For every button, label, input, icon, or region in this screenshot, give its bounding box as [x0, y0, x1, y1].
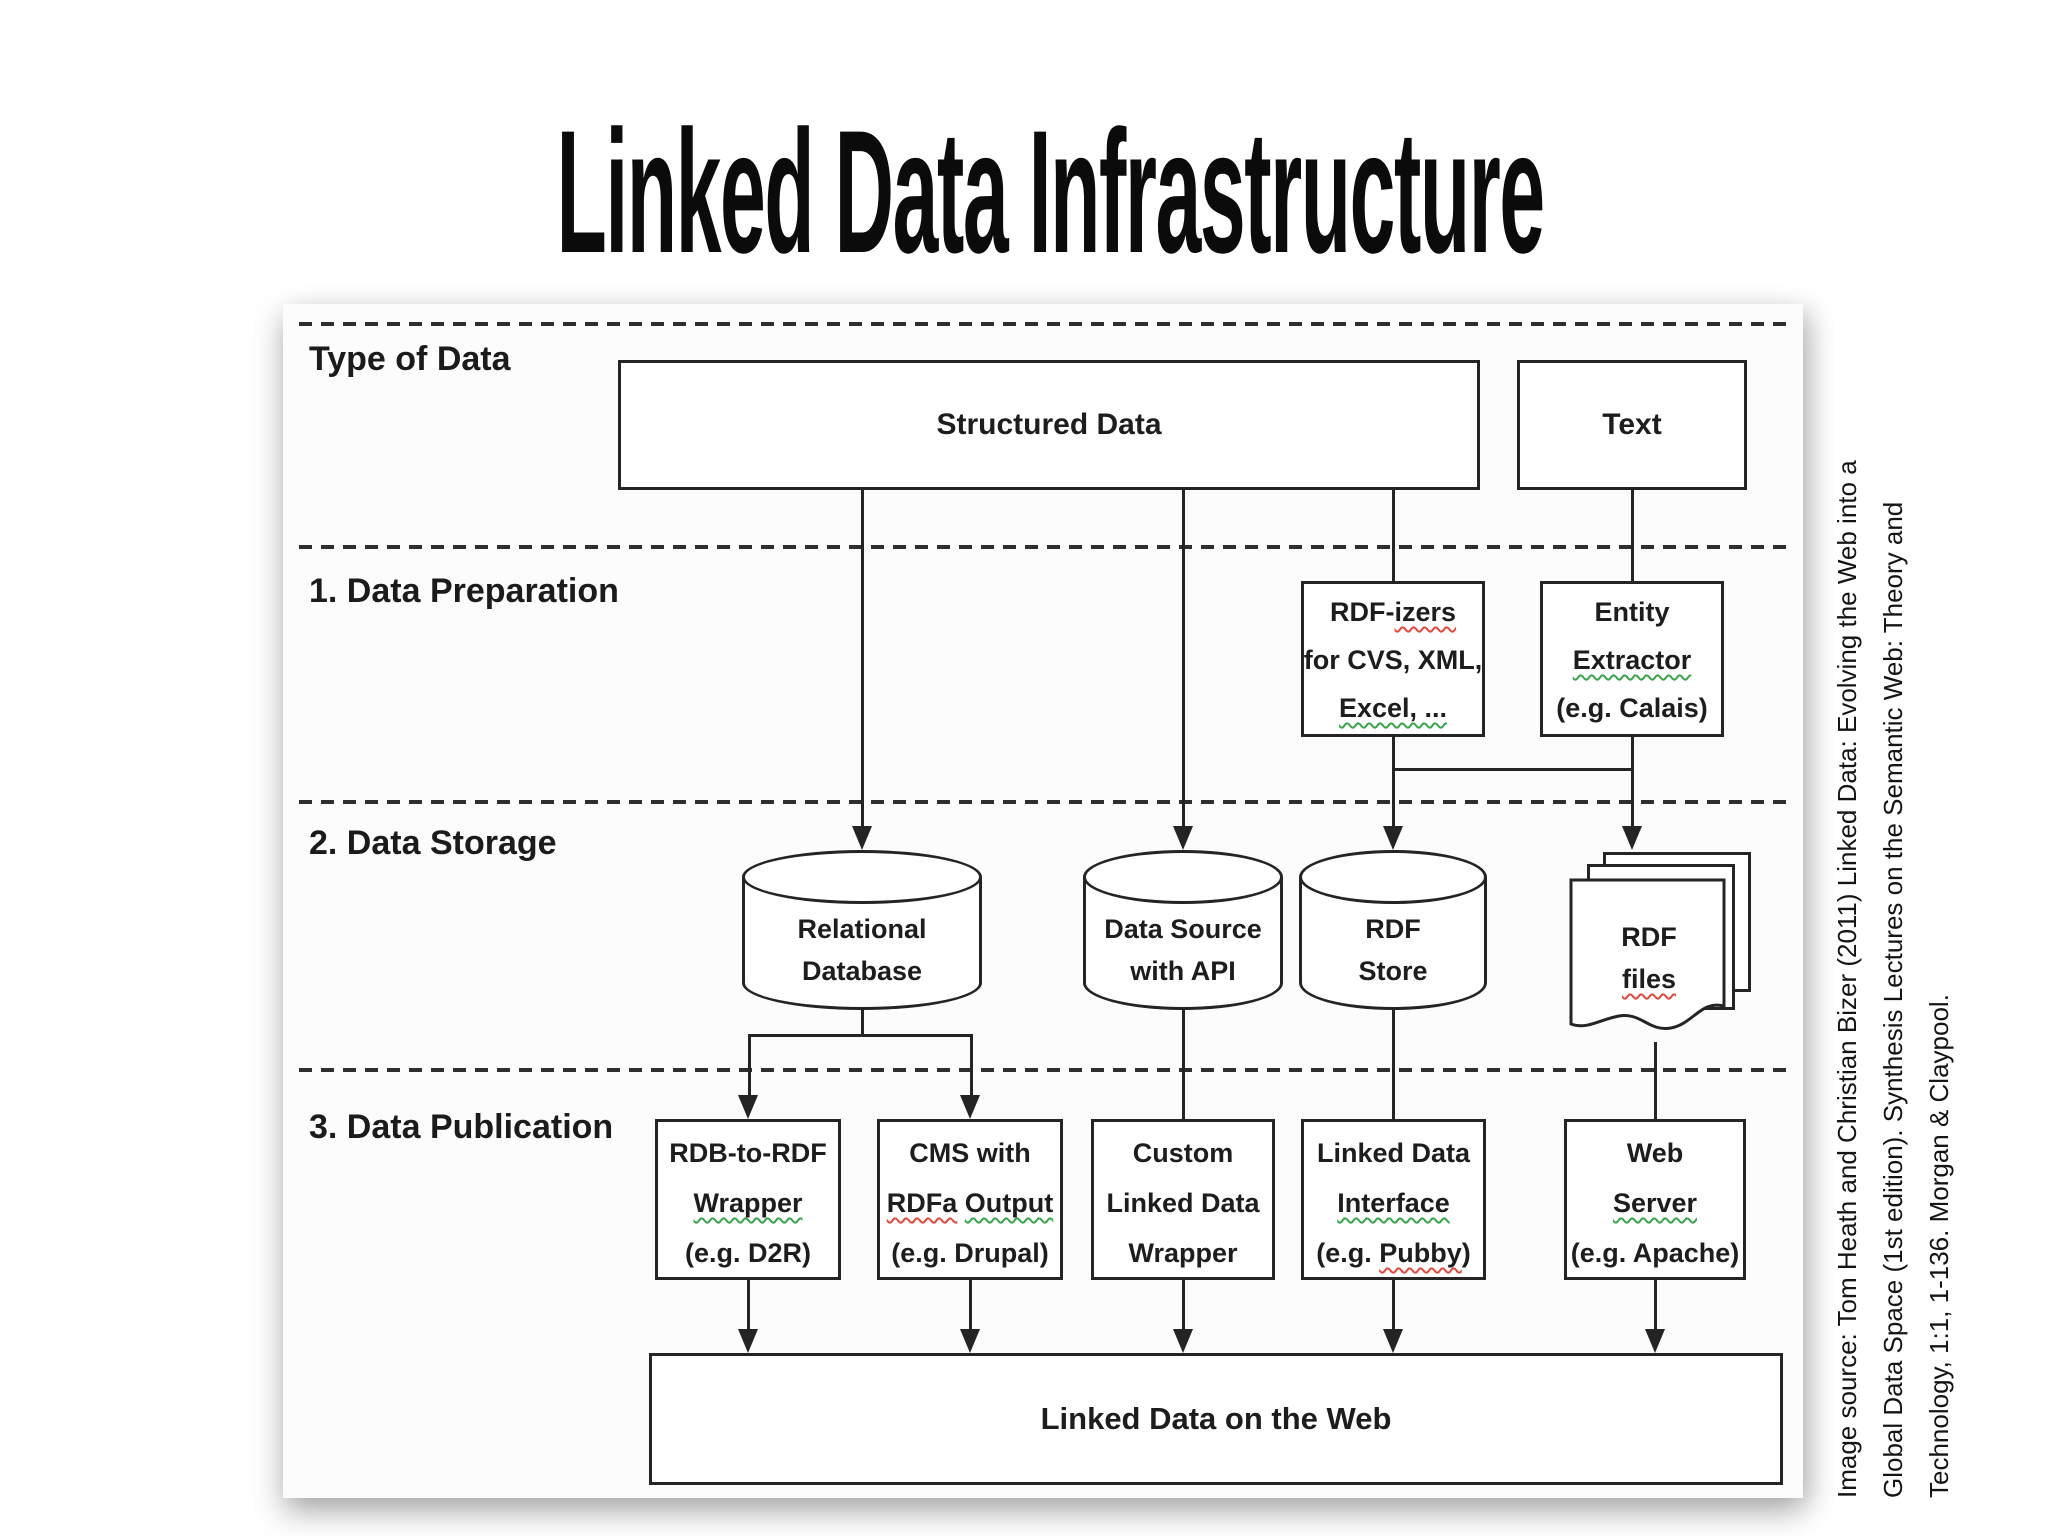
connector [1182, 1008, 1185, 1119]
cylinder-rdf-store: RDF Store [1299, 850, 1487, 1010]
page-title: Linked Data Infrastructure [0, 92, 2048, 293]
connector [861, 490, 864, 828]
label-line: Excel, ... [1338, 693, 1448, 723]
connector [1654, 1042, 1657, 1119]
label-line: (e.g. D2R) [684, 1238, 811, 1268]
label-line: files [1621, 964, 1677, 994]
label-line: Database [801, 956, 923, 986]
node-label: Text [1602, 408, 1662, 441]
connector [1182, 490, 1185, 828]
node-rdf-files: RDF files [1569, 852, 1755, 1052]
row-label-data-preparation: 1. Data Preparation [309, 572, 619, 610]
arrow-down-icon [1622, 826, 1642, 850]
label-line: (e.g. Apache) [1570, 1238, 1740, 1268]
citation-line: Image source: Tom Heath and Christian Bi… [1832, 460, 1862, 1498]
arrow-down-icon [1383, 826, 1403, 850]
label-line: Entity [1594, 597, 1670, 627]
label-line: Linked Data [1106, 1188, 1260, 1218]
arrow-down-icon [1383, 1329, 1403, 1353]
label-line: (e.g. Pubby) [1316, 1238, 1471, 1268]
node-text: Text [1517, 360, 1747, 490]
citation-line: Global Data Space (1st edition). Synthes… [1878, 501, 1908, 1498]
connector [970, 1034, 973, 1097]
connector [969, 1280, 972, 1331]
cylinder-top [1083, 850, 1283, 904]
document-page-wavy [1569, 878, 1726, 1031]
node-label: RDF files [1573, 916, 1725, 1000]
row-label-data-publication: 3. Data Publication [309, 1108, 614, 1146]
label-line: RDF-izers [1329, 597, 1457, 627]
label-line: Interface [1337, 1188, 1450, 1218]
label-line: Relational [797, 914, 927, 944]
connector [748, 1034, 751, 1097]
label-line: Server [1612, 1188, 1698, 1218]
label-line: for CVS, XML, [1303, 645, 1483, 675]
connector [861, 1008, 864, 1037]
connector [1392, 1008, 1395, 1119]
node-label: Structured Data [936, 408, 1162, 441]
cylinder-top [742, 850, 982, 904]
label-line: RDF [1365, 914, 1421, 944]
diagram-panel: Type of Data 1. Data Preparation 2. Data… [283, 304, 1803, 1498]
node-structured-data: Structured Data [618, 360, 1480, 490]
arrow-down-icon [852, 826, 872, 850]
label-line: Extractor [1572, 645, 1692, 675]
label-line: Wrapper [1128, 1238, 1238, 1268]
label-line: Custom [1132, 1138, 1234, 1168]
label-line: CMS with [909, 1138, 1031, 1168]
citation-line: Technology, 1:1, 1-136. Morgan & Claypoo… [1924, 994, 1954, 1498]
arrow-down-icon [738, 1095, 758, 1119]
row-label-data-storage: 2. Data Storage [309, 824, 557, 862]
label-line: (e.g. Drupal) [891, 1238, 1049, 1268]
label-line: RDF [1621, 922, 1677, 952]
node-rdfizers: RDF-izers for CVS, XML, Excel, ... [1301, 581, 1485, 737]
dashed-separator [299, 322, 1789, 326]
connector [1392, 1280, 1395, 1331]
connector [1392, 490, 1395, 583]
connector [1392, 737, 1395, 828]
label-line: with API [1130, 956, 1236, 986]
arrow-down-icon [1173, 826, 1193, 850]
connector [748, 1034, 973, 1037]
label-line: Web [1626, 1138, 1684, 1168]
dashed-separator [299, 1068, 1789, 1072]
label-line: Store [1358, 956, 1428, 986]
citation: Image source: Tom Heath and Christian Bi… [1824, 460, 1962, 1498]
connector [1392, 768, 1634, 771]
node-label: Data Source with API [1083, 908, 1283, 992]
connector [1631, 737, 1634, 828]
label-line: Linked Data [1316, 1138, 1471, 1168]
page-title-text: Linked Data Infrastructure [556, 95, 1546, 290]
label-line: (e.g. Calais) [1556, 693, 1708, 723]
label-line: Wrapper [693, 1188, 803, 1218]
arrow-down-icon [738, 1329, 758, 1353]
node-rdb-to-rdf-wrapper: RDB-to-RDF Wrapper (e.g. D2R) [655, 1119, 841, 1280]
label-line: Data Source [1104, 914, 1262, 944]
arrow-down-icon [960, 1095, 980, 1119]
cylinder-top [1299, 850, 1487, 904]
connector [1182, 1280, 1185, 1331]
row-label-type-of-data: Type of Data [309, 340, 511, 378]
cylinder-data-source-api: Data Source with API [1083, 850, 1283, 1010]
connector [1631, 490, 1634, 583]
node-linked-data-on-the-web: Linked Data on the Web [649, 1353, 1783, 1485]
dashed-separator [299, 545, 1789, 549]
label-line: RDB-to-RDF [669, 1138, 827, 1168]
arrow-down-icon [1645, 1329, 1665, 1353]
node-label: RDF Store [1299, 908, 1487, 992]
node-label: Linked Data on the Web [1040, 1401, 1392, 1436]
label-line: RDFa Output [886, 1188, 1054, 1218]
arrow-down-icon [1173, 1329, 1193, 1353]
dashed-separator [299, 800, 1789, 804]
connector [747, 1280, 750, 1331]
connector [1654, 1280, 1657, 1331]
arrow-down-icon [960, 1329, 980, 1353]
